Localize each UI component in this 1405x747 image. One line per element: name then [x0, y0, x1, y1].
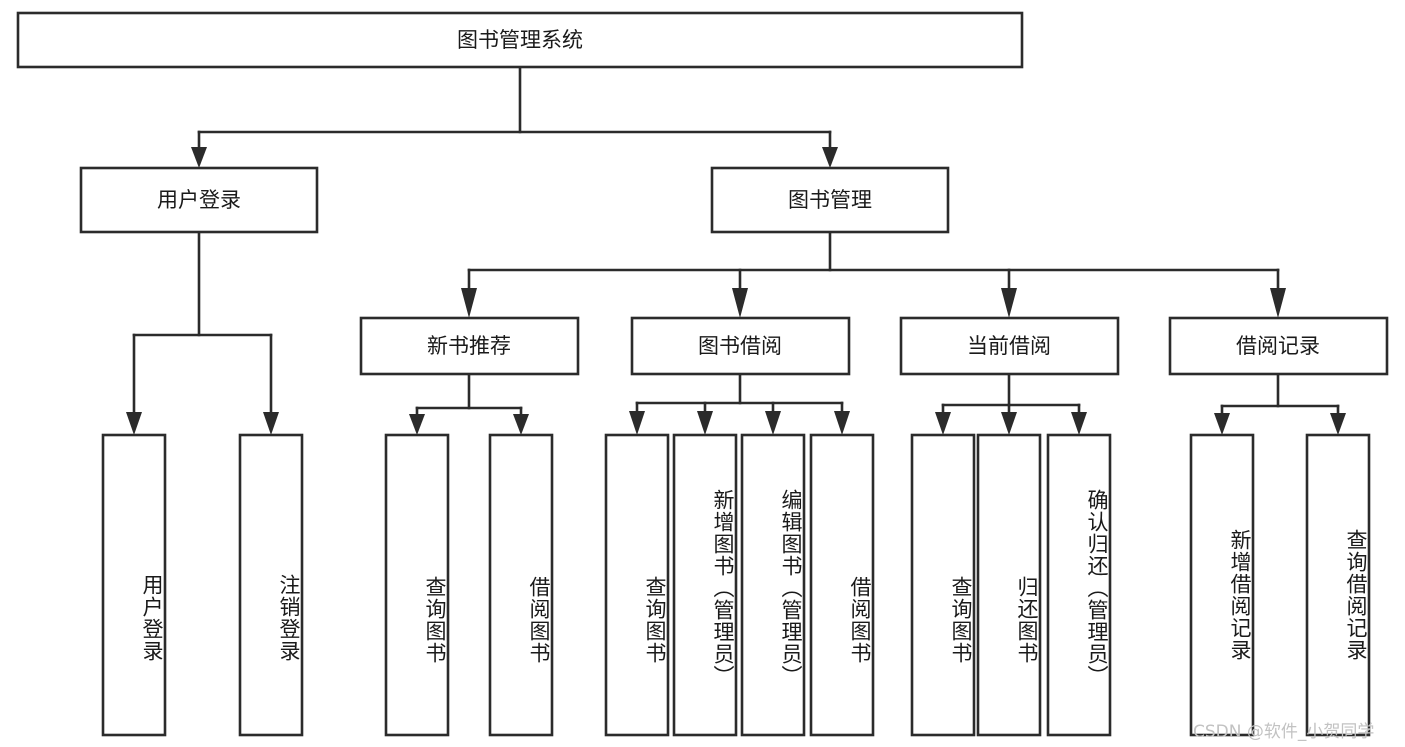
arrow-to-leaf-edit-book	[765, 411, 781, 435]
arrow-to-book-borrow	[732, 288, 748, 318]
node-current-borrow[interactable]: 当前借阅	[899, 316, 1120, 376]
leaf-box-group	[101, 433, 1371, 737]
node-user-login-box[interactable]	[79, 166, 319, 234]
node-book-manage-box[interactable]	[710, 166, 950, 234]
arrow-to-leaf-user-login	[126, 412, 142, 435]
arrow-to-leaf-add-book	[697, 411, 713, 435]
node-current-borrow-box[interactable]	[899, 316, 1120, 376]
node-current-borrow-label: 当前借阅	[967, 334, 1051, 358]
node-new-book-rec[interactable]: 新书推荐	[359, 316, 580, 376]
leaf-box-user-login[interactable]	[101, 433, 167, 737]
leaf-box-query-record[interactable]	[1305, 433, 1371, 737]
node-book-manage[interactable]: 图书管理	[710, 166, 950, 234]
node-user-login-label: 用户登录	[157, 188, 241, 212]
node-new-book-rec-label: 新书推荐	[427, 334, 511, 358]
arrow-to-leaf-query-book-1	[409, 414, 425, 435]
connector-group	[126, 65, 1346, 435]
leaf-box-query-book-1[interactable]	[384, 433, 450, 737]
node-root[interactable]: 图书管理系统	[16, 11, 1024, 69]
arrow-to-book-manage	[822, 147, 838, 168]
arrow-to-leaf-query-book-2	[629, 411, 645, 435]
node-root-label: 图书管理系统	[457, 28, 583, 52]
arrow-to-leaf-borrow-book-1	[513, 414, 529, 435]
leaf-box-logout[interactable]	[238, 433, 304, 737]
leaf-box-query-book-2[interactable]	[604, 433, 670, 737]
node-borrow-record-box[interactable]	[1168, 316, 1389, 376]
leaf-box-borrow-book-1[interactable]	[488, 433, 554, 737]
node-book-borrow-label: 图书借阅	[698, 334, 782, 358]
arrow-to-leaf-logout	[263, 412, 279, 435]
node-borrow-record[interactable]: 借阅记录	[1168, 316, 1389, 376]
node-root-box[interactable]	[16, 11, 1024, 69]
node-book-borrow-box[interactable]	[630, 316, 851, 376]
arrow-to-current-borrow	[1001, 288, 1017, 318]
arrow-to-borrow-record	[1270, 288, 1286, 318]
leaf-box-confirm-return[interactable]	[1046, 433, 1112, 737]
arrow-to-user-login	[191, 147, 207, 168]
arrow-to-leaf-return-book	[1001, 412, 1017, 435]
arrow-to-new-book-rec	[461, 288, 477, 318]
arrow-to-leaf-query-book-3	[935, 412, 951, 435]
arrow-to-leaf-query-record	[1330, 413, 1346, 435]
leaf-box-return-book[interactable]	[976, 433, 1042, 737]
arrow-to-leaf-borrow-book-2	[834, 411, 850, 435]
node-new-book-rec-box[interactable]	[359, 316, 580, 376]
leaf-box-add-record[interactable]	[1189, 433, 1255, 737]
node-borrow-record-label: 借阅记录	[1236, 334, 1320, 358]
leaf-box-borrow-book-2[interactable]	[809, 433, 875, 737]
node-book-manage-label: 图书管理	[788, 188, 872, 212]
csdn-watermark: CSDN @软件_小贺同学	[1193, 722, 1375, 742]
node-user-login[interactable]: 用户登录	[79, 166, 319, 234]
arrow-to-leaf-confirm-return	[1071, 412, 1087, 435]
leaf-box-edit-book[interactable]	[740, 433, 806, 737]
arrow-to-leaf-add-record	[1214, 413, 1230, 435]
node-book-borrow[interactable]: 图书借阅	[630, 316, 851, 376]
leaf-box-add-book[interactable]	[672, 433, 738, 737]
leaf-box-query-book-3[interactable]	[910, 433, 976, 737]
